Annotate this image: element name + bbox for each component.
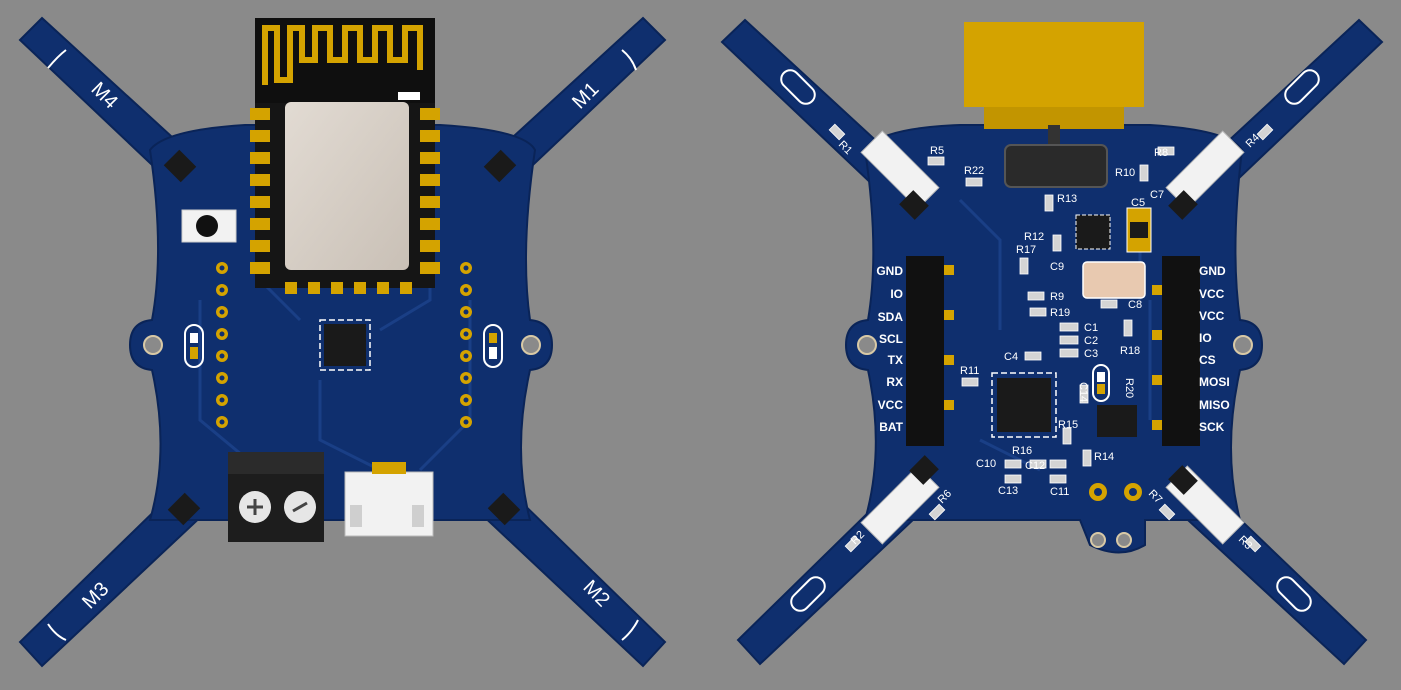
right-pin-label: VCC (1199, 287, 1225, 301)
ref-r15: R15 (1058, 419, 1078, 431)
ref-c8: C8 (1128, 299, 1142, 311)
ref-c9: C9 (1050, 261, 1064, 273)
ref-c10: C10 (976, 458, 996, 470)
ref-r11: R11 (960, 365, 979, 377)
ref-c1: C1 (1084, 322, 1098, 334)
ref-r5: R5 (930, 145, 944, 157)
right-pin-label: IO (1199, 331, 1212, 345)
ref-r17: R17 (1016, 244, 1036, 256)
imu-chip (997, 378, 1051, 432)
front-board: M4 M1 M3 M2 (18, 16, 667, 668)
right-pin-header (1162, 256, 1200, 446)
left-pin-label: VCC (878, 398, 904, 412)
ref-c2: C2 (1084, 335, 1098, 347)
mcu-chip (324, 324, 366, 366)
ref-r19: R19 (1050, 307, 1070, 319)
ref-r13: R13 (1057, 193, 1077, 205)
ref-c12: C12 (1025, 460, 1045, 472)
ref-r20: R20 (1123, 378, 1135, 398)
left-pin-label: TX (888, 353, 903, 367)
ref-r12: R12 (1024, 231, 1044, 243)
ref-r22: R22 (964, 165, 984, 177)
ref-c7: C7 (1150, 189, 1164, 201)
right-pin-label: CS (1199, 353, 1216, 367)
ref-c13: C13 (998, 485, 1018, 497)
battery-tab (964, 22, 1144, 107)
right-pin-label: MISO (1199, 398, 1230, 412)
terminal-block (228, 452, 324, 542)
ref-r10: R10 (1115, 167, 1135, 179)
ref-r8: R8 (1154, 147, 1168, 159)
ref-r14: R14 (1094, 451, 1114, 463)
right-pin-label: SCK (1199, 420, 1225, 434)
left-pin-label: GND (876, 264, 903, 278)
right-pin-label: GND (1199, 264, 1226, 278)
left-pin-label: IO (890, 287, 903, 301)
ref-r16: R16 (1012, 445, 1032, 457)
left-pin-label: SCL (879, 332, 903, 346)
ref-r18: R18 (1120, 345, 1140, 357)
ref-c14: C14 (1077, 382, 1089, 402)
right-pin-label: VCC (1199, 309, 1225, 323)
ref-c3: C3 (1084, 348, 1098, 360)
ref-c4: C4 (1004, 351, 1018, 363)
left-pin-label: RX (886, 375, 903, 389)
ref-c11: C11 (1050, 486, 1069, 498)
left-pin-label: BAT (879, 420, 903, 434)
ref-c5: C5 (1131, 197, 1145, 209)
left-pin-header (906, 256, 944, 446)
usb-connector (344, 462, 434, 537)
back-board: GND IO SDA SCL TX RX VCC BAT GND VCC VCC… (720, 18, 1384, 666)
esp-module (250, 18, 440, 294)
right-pin-label: MOSI (1199, 375, 1230, 389)
ref-r9: R9 (1050, 291, 1064, 303)
left-pin-label: SDA (878, 310, 904, 324)
